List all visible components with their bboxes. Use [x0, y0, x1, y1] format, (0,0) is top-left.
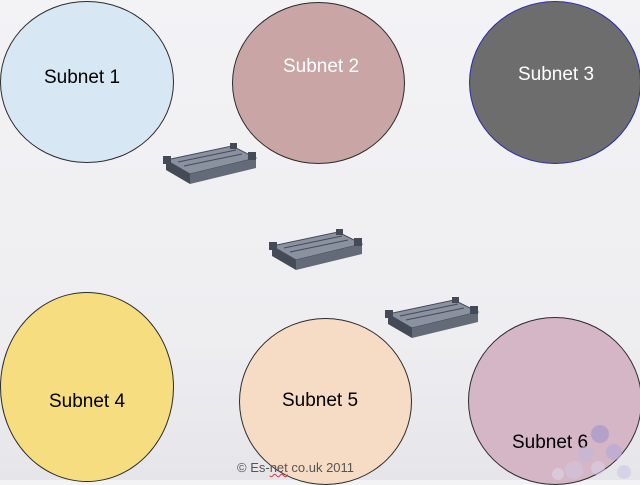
subnet-5-circle: [239, 318, 412, 485]
router-icon: [163, 143, 258, 184]
subnet-1-label: Subnet 1: [43, 67, 121, 88]
subnet-2-label: Subnet 2: [282, 56, 360, 77]
copyright-suffix: co.uk 2011: [287, 460, 355, 475]
subnet-4-circle: [0, 292, 174, 482]
copyright-squiggle: net: [269, 460, 288, 475]
copyright-footer: © Es-net co.uk 2011: [237, 460, 354, 475]
subnet-6-label: Subnet 6: [511, 432, 589, 453]
router-icon: [385, 297, 480, 338]
router-icon: [269, 229, 364, 270]
subnet-5-label: Subnet 5: [281, 390, 359, 411]
subnet-2-circle: [232, 2, 405, 164]
subnet-4-label: Subnet 4: [48, 391, 126, 412]
subnet-3-circle: [469, 1, 640, 164]
subnet-1-circle: [0, 1, 174, 163]
copyright-prefix: © Es-: [237, 460, 270, 475]
decorative-bubbles-icon: [552, 425, 631, 480]
subnet-3-label: Subnet 3: [517, 64, 595, 85]
